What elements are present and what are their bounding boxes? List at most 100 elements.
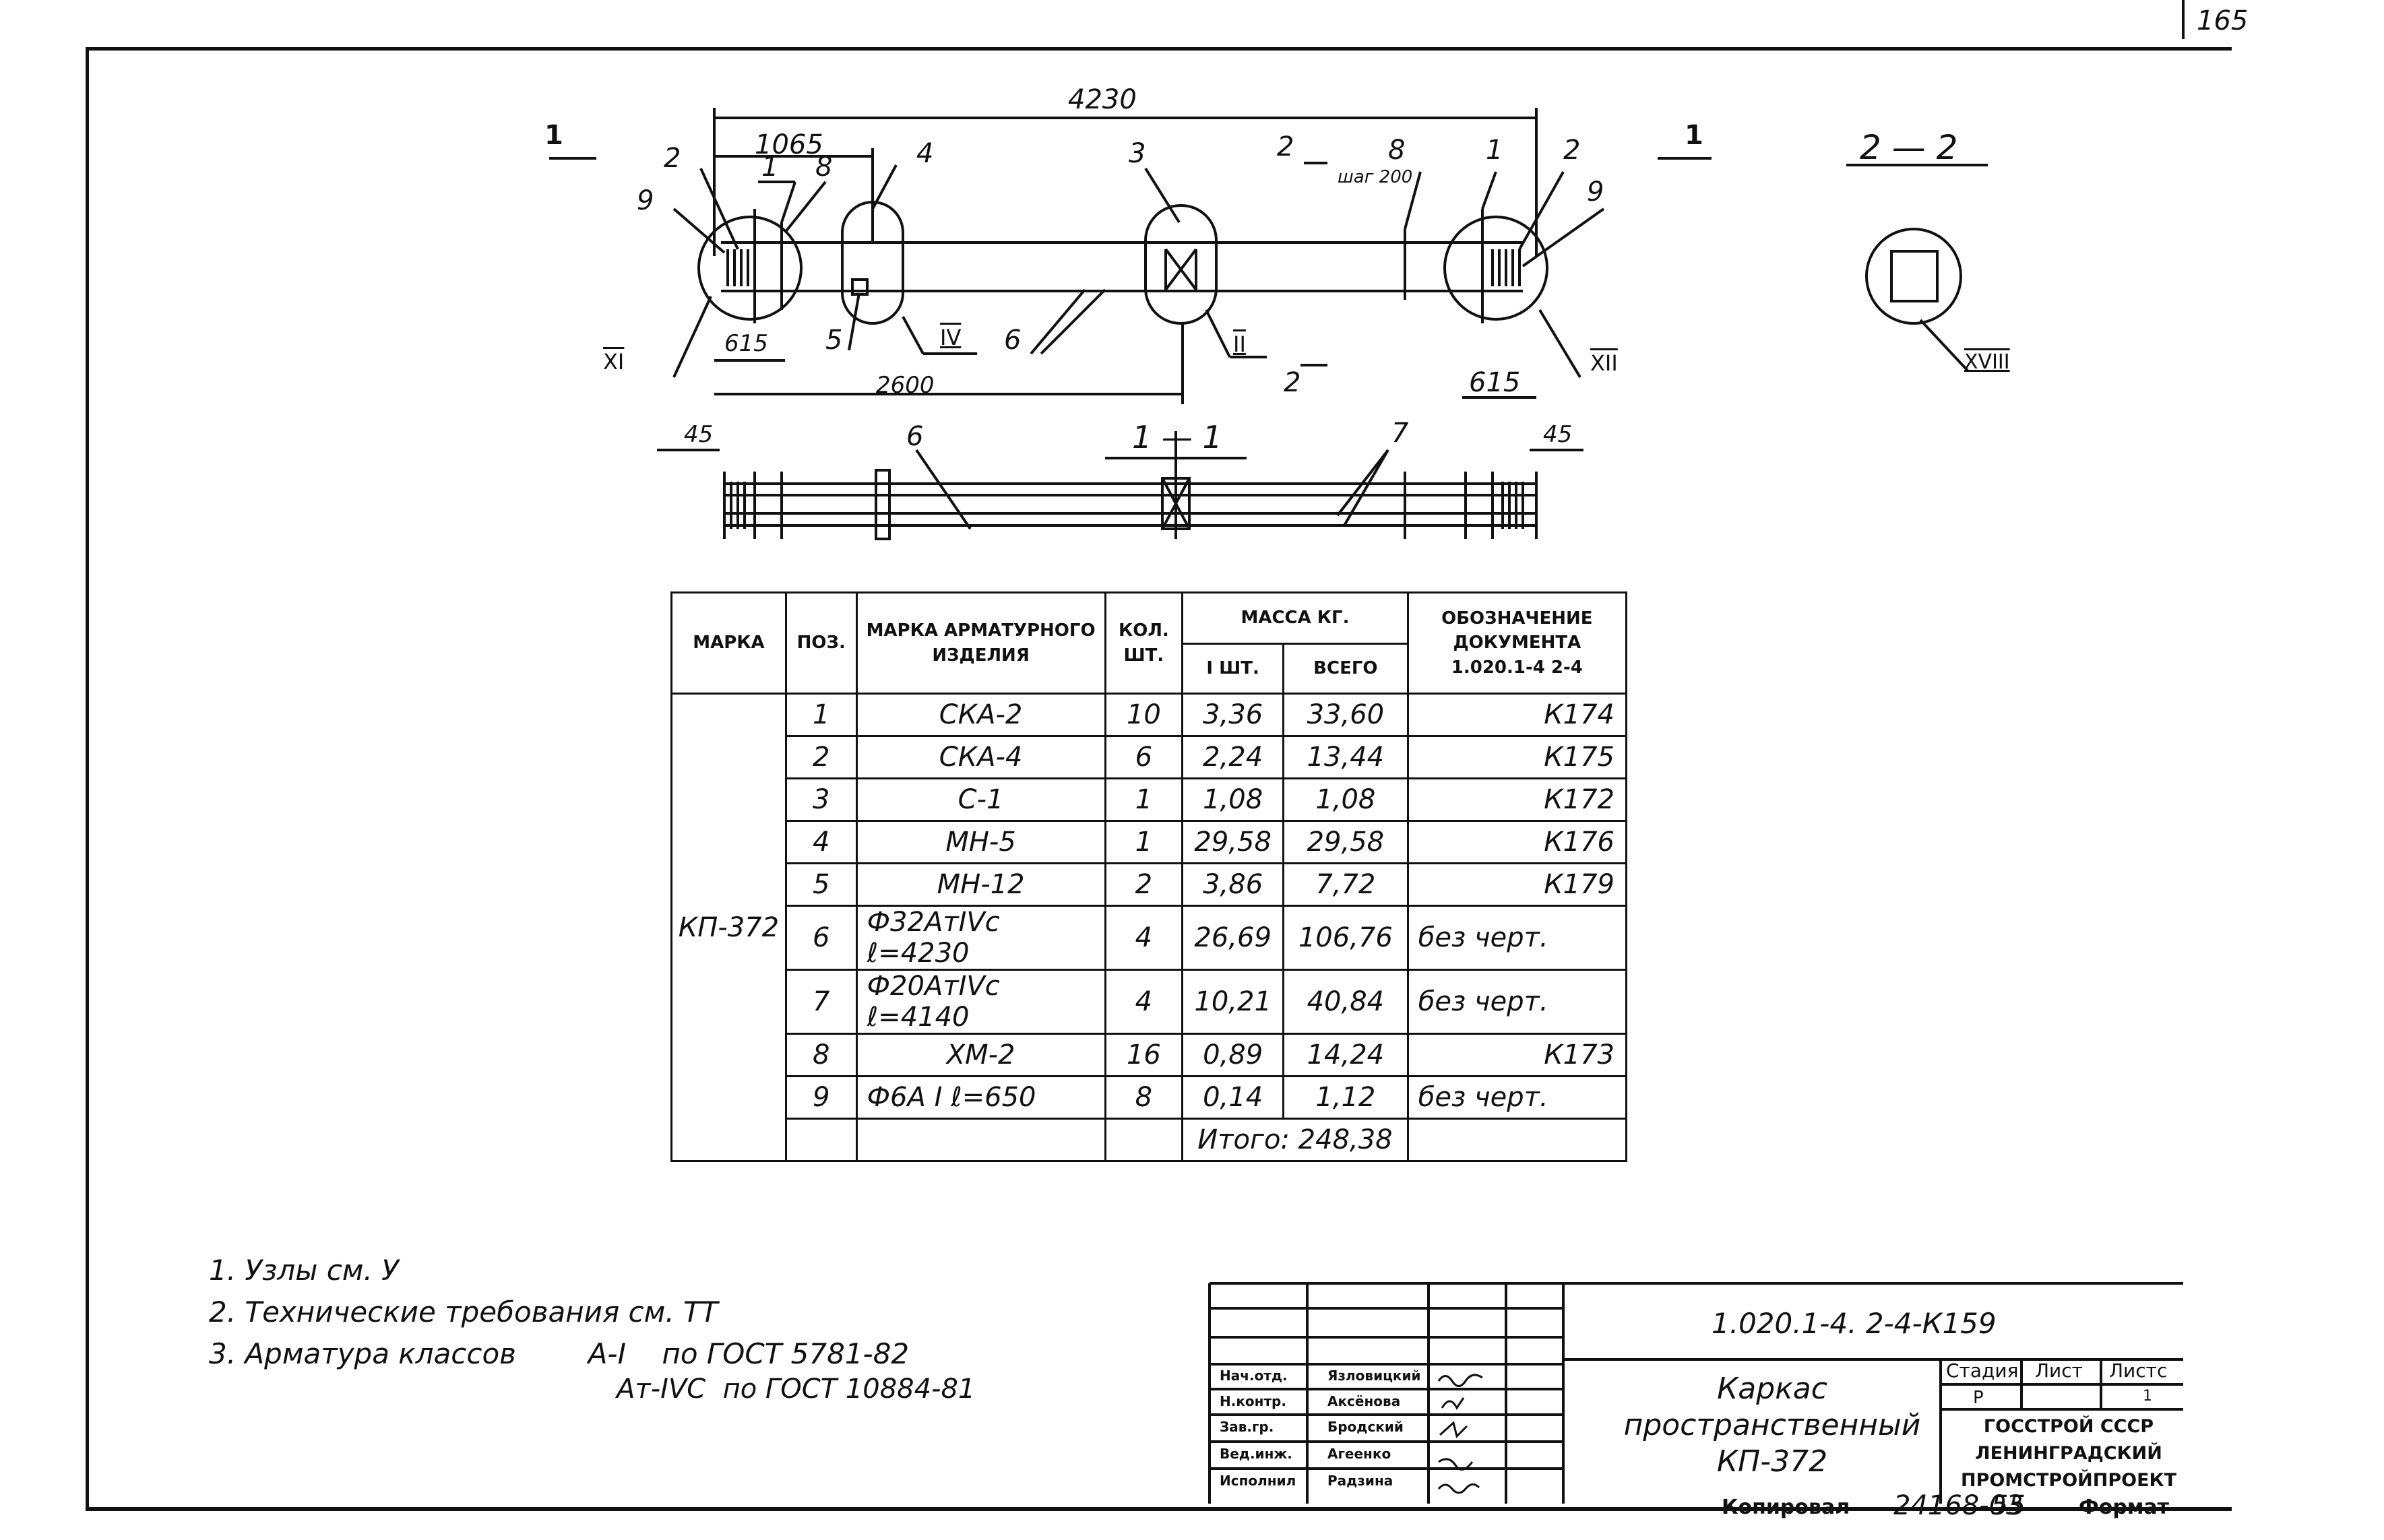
hdr-poz: ПОЗ. (784, 591, 858, 695)
section-mark-2-top: 2 (1277, 131, 1294, 162)
cell-all: 1,08 (1282, 777, 1409, 822)
cell-item: Ф6А I ℓ=650 (855, 1075, 1106, 1120)
cell-poz: 7 (784, 969, 858, 1035)
cell-empty (1104, 1118, 1184, 1162)
cell-all: 14,24 (1282, 1033, 1409, 1077)
stage-value: Р (1973, 1388, 1984, 1408)
cell-all: 33,60 (1282, 693, 1409, 737)
section-2-2-title: 2 — 2 (1860, 128, 1958, 167)
hdr-oboz-title: ОБОЗНАЧЕНИЕ ДОКУМЕНТА (1441, 608, 1593, 653)
cell-item: Ф32АтIVс ℓ=4230 (855, 905, 1106, 971)
table-row: 9 Ф6А I ℓ=650 8 0,14 1,12 без черт. (672, 1075, 1628, 1120)
cell-doc: К179 (1406, 862, 1628, 907)
cell-item: СКА-2 (855, 693, 1106, 737)
hdr-all: ВСЕГО (1282, 643, 1409, 695)
table-row: 6 Ф32АтIVс ℓ=4230 4 26,69 106,76 без чер… (672, 905, 1628, 971)
dim-2600: 2600 (876, 372, 935, 399)
cell-item: СКА-4 (855, 735, 1106, 779)
copy-page: 55 (1991, 1490, 2026, 1521)
hdr-marka-izd: МАРКА АРМАТУРНОГО ИЗДЕЛИЯ (855, 591, 1106, 695)
cell-one: 3,36 (1181, 693, 1285, 737)
org-line2: ЛЕНИНГРАДСКИЙ (1975, 1443, 2162, 1464)
cell-doc: без черт. (1406, 969, 1628, 1035)
cell-doc: без черт. (1406, 905, 1628, 971)
cell-one: 26,69 (1181, 905, 1285, 971)
cell-all: 106,76 (1282, 905, 1409, 971)
table-total-row: Итого: 248,38 (672, 1118, 1628, 1162)
dim-4230: 4230 (1068, 84, 1137, 115)
dim-45-left: 45 (684, 421, 714, 448)
pos-6-section: 6 (906, 421, 924, 452)
cell-poz: 3 (784, 777, 858, 822)
cell-one: 29,58 (1181, 820, 1285, 864)
note-3: 3. Арматура классов А-I по ГОСТ 5781-82 (209, 1337, 910, 1370)
cell-poz: 4 (784, 820, 858, 864)
cell-qty: 6 (1104, 735, 1184, 779)
pitch-label: шаг 200 (1338, 167, 1413, 187)
sheet-value: 1 (2143, 1388, 2152, 1405)
node-iv: IV (940, 325, 962, 350)
cell-doc: К176 (1406, 820, 1628, 864)
drawing-title-line2: пространственный (1623, 1408, 1921, 1442)
cell-poz: 2 (784, 735, 858, 779)
signature-role: Вед.инж. (1220, 1446, 1292, 1462)
signature-name: Радзина (1327, 1473, 1393, 1489)
marka-cell: КП-372 (670, 693, 787, 1162)
sheet-number: 165 (2197, 5, 2249, 36)
note-3-continuation: Ат-IVС по ГОСТ 10884-81 (617, 1374, 976, 1405)
cell-qty: 10 (1104, 693, 1184, 737)
cell-qty: 2 (1104, 862, 1184, 907)
pos-4: 4 (916, 138, 934, 169)
note-1: 1. Узлы см. У (209, 1254, 399, 1287)
note-2: 2. Технические требования см. ТТ (209, 1295, 718, 1328)
cell-poz: 8 (784, 1033, 858, 1077)
cell-item: Ф20АтIVс ℓ=4140 (855, 969, 1106, 1035)
cell-all: 29,58 (1282, 820, 1409, 864)
pos-6: 6 (1004, 325, 1022, 356)
org-line1: ГОССТРОЙ СССР (1983, 1416, 2154, 1437)
hdr-kol: КОЛ. ШТ. (1104, 591, 1184, 695)
cell-item: МН-12 (855, 862, 1106, 907)
cell-one: 3,86 (1181, 862, 1285, 907)
cell-qty: 4 (1104, 969, 1184, 1035)
signature-role: Нач.отд. (1220, 1368, 1288, 1384)
dim-615-right: 615 (1469, 367, 1521, 398)
hdr-massa: МАССА КГ. (1181, 591, 1409, 645)
drawing-frame (86, 47, 2232, 1511)
cell-all: 1,12 (1282, 1075, 1409, 1120)
table-row: 5 МН-12 2 3,86 7,72 К179 (672, 862, 1628, 907)
table-row: 3 С-1 1 1,08 1,08 К172 (672, 777, 1628, 822)
pos-9-right: 9 (1587, 177, 1604, 207)
cell-one: 1,08 (1181, 777, 1285, 822)
node-xviii: XVIII (1964, 350, 2010, 374)
drawing-title-line1: Каркас (1717, 1372, 1827, 1406)
table-row: 2 СКА-4 6 2,24 13,44 К175 (672, 735, 1628, 779)
dim-45-right: 45 (1543, 421, 1573, 448)
pos-1-left: 1 (761, 152, 779, 183)
pos-9-left: 9 (637, 185, 654, 216)
copied-by-label: Копировал (1722, 1496, 1850, 1519)
hdr-marka: МАРКА (670, 591, 787, 695)
notes: 1. Узлы см. У 2. Технические требования … (209, 1250, 975, 1405)
cell-empty (784, 1118, 858, 1162)
sheets-header: Листс (2109, 1359, 2168, 1382)
node-ii: II (1233, 331, 1246, 357)
cell-doc: К174 (1406, 693, 1628, 737)
specification-table: МАРКА ПОЗ. МАРКА АРМАТУРНОГО ИЗДЕЛИЯ КОЛ… (670, 591, 1628, 1162)
cell-item: ХМ-2 (855, 1033, 1106, 1077)
cell-one: 10,21 (1181, 969, 1285, 1035)
cell-one: 0,89 (1181, 1033, 1285, 1077)
pos-7-section: 7 (1391, 418, 1409, 449)
table-row: 8 ХМ-2 16 0,89 14,24 К173 (672, 1033, 1628, 1077)
organization: ГОССТРОЙ СССР ЛЕНИНГРАДСКИЙ ПРОМСТРОЙПРО… (1951, 1413, 2187, 1494)
cell-doc: К173 (1406, 1033, 1628, 1077)
pos-3: 3 (1129, 138, 1146, 169)
section-mark-1-right: 1 (1685, 120, 1703, 151)
cell-poz: 6 (784, 905, 858, 971)
signature-role: Исполнил (1220, 1473, 1296, 1489)
signature-name: Язловицкий (1327, 1368, 1421, 1384)
cell-poz: 9 (784, 1075, 858, 1120)
section-mark-2-bottom: 2 (1284, 367, 1301, 398)
